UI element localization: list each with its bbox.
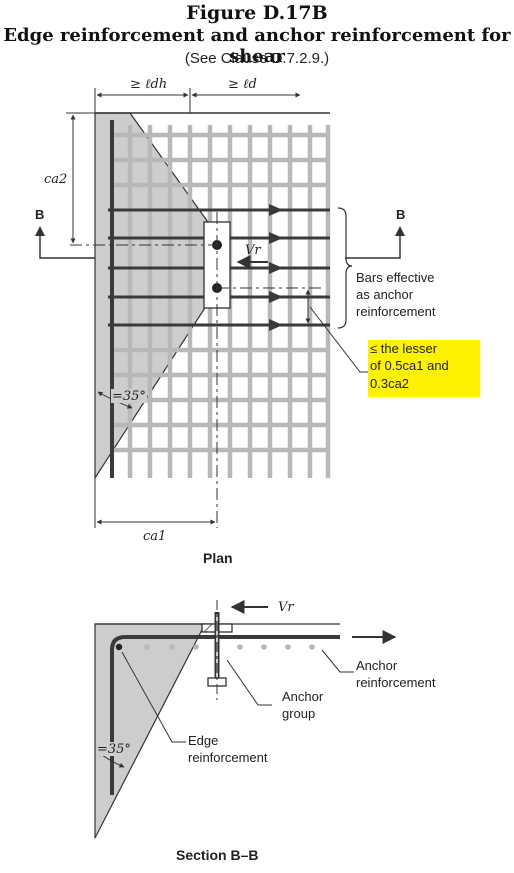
plan-bar-arrowheads: [269, 204, 283, 331]
figure-reference: (See Clause D.7.2.9.): [184, 50, 330, 67]
section-edge-reinf-label-1: Edge: [188, 733, 218, 748]
section-reinf-dots: [144, 644, 315, 650]
plan-dim-ld-label: ≥ ℓd: [228, 77, 257, 92]
section-anchor-group-leader: [226, 659, 272, 706]
plan-section-cut-right: [345, 234, 401, 259]
plan-dim-ca1-label: ca1: [143, 529, 166, 544]
plan-spacing-leader: [309, 306, 368, 373]
figure-title: Edge reinforcement and anchor reinforcem…: [3, 25, 511, 67]
plan-section-mark-right: B: [396, 207, 405, 222]
plan-spacing-label-1: ≤ the lesser: [370, 341, 438, 356]
section-edge-reinf-leader: [121, 651, 186, 743]
section-angle-label: =35°: [97, 742, 131, 757]
section-anchor-reinf-label-2: reinforcement: [356, 675, 436, 690]
plan-bars-brace: [337, 207, 353, 329]
section-anchor-group-label-2: group: [282, 706, 315, 721]
section-anchor-reinf-leader: [321, 649, 354, 673]
figure-number: Figure D.17B: [186, 2, 328, 24]
section-edge-reinf-label-2: reinforcement: [188, 750, 268, 765]
plan-bars-label-2: as anchor: [356, 287, 414, 302]
plan-caption: Plan: [203, 550, 233, 566]
section-plate-hatch: [203, 623, 213, 633]
plan-dim-ldh-label: ≥ ℓdh: [130, 77, 167, 92]
plan-view: Vr ≥ ℓdh ≥ ℓd ca2 B B Bars effective as …: [35, 77, 480, 566]
section-edge-bar-dot: [115, 643, 123, 651]
plan-section-arrow-right: [395, 226, 405, 236]
plan-angle-label: =35°: [112, 389, 146, 404]
section-angle-label-bg: [96, 742, 132, 756]
plan-bars-label-1: Bars effective: [356, 270, 435, 285]
plan-angle-label-bg: [111, 389, 147, 403]
section-view: Vr Anchor reinforcement Anchor group Edg…: [94, 600, 436, 863]
plan-section-cut-left: [39, 234, 95, 259]
plan-bars-label-3: reinforcement: [356, 304, 436, 319]
section-shear-label: Vr: [278, 600, 294, 615]
plan-dim-ca2-label: ca2: [44, 172, 67, 187]
plan-spacing-label-2: of 0.5ca1 and: [370, 358, 449, 373]
plan-shear-label: Vr: [245, 243, 261, 258]
plan-section-mark-left: B: [35, 207, 44, 222]
section-anchor-group-label-1: Anchor: [282, 689, 324, 704]
section-anchor-reinf-label-1: Anchor: [356, 658, 398, 673]
plan-spacing-highlight: [368, 340, 480, 397]
section-caption: Section B–B: [176, 847, 258, 863]
section-edge-bar: [110, 635, 340, 795]
plan-spacing-label-3: 0.3ca2: [370, 376, 409, 391]
plan-section-arrow-left: [35, 226, 45, 236]
